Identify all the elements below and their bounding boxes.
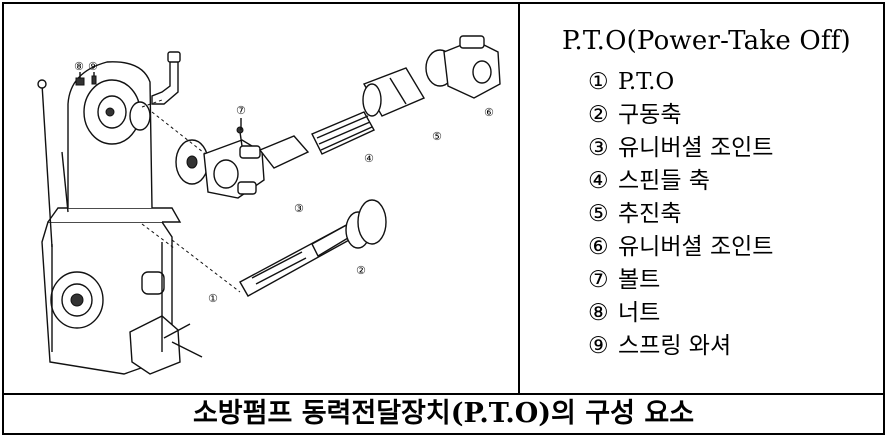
- drive-shaft-2: [239, 199, 387, 297]
- legend-item: ⑤ 추진축: [588, 198, 773, 231]
- legend-item: ⑨ 스프링 와셔: [588, 330, 773, 363]
- exploded-pto-diagram: ① ② ③ ④ ⑤ ⑥ ⑦ ⑧ ⑨: [12, 12, 512, 388]
- legend-number: ①: [588, 69, 609, 95]
- callout-3: ③: [294, 202, 304, 215]
- legend-number: ⑨: [588, 333, 609, 359]
- legend-label: P.T.O: [618, 69, 675, 95]
- legend-label: 스핀들 축: [618, 168, 710, 194]
- callout-2: ②: [356, 264, 366, 277]
- legend-item: ④ 스핀들 축: [588, 165, 773, 198]
- figure-frame: ① ② ③ ④ ⑤ ⑥ ⑦ ⑧ ⑨ P.T.O(Power-Take Off) …: [2, 2, 885, 435]
- column-divider: [518, 4, 520, 393]
- callout-7: ⑦: [236, 104, 246, 117]
- legend-item: ⑧ 너트: [588, 297, 773, 330]
- legend-label: 스프링 와셔: [618, 333, 732, 359]
- legend-number: ④: [588, 168, 609, 194]
- gearbox-housing: [41, 61, 209, 375]
- figure-caption: 소방펌프 동력전달장치(P.T.O)의 구성 요소: [192, 398, 695, 429]
- pto-illustration: ① ② ③ ④ ⑤ ⑥ ⑦ ⑧ ⑨: [37, 35, 501, 375]
- callout-labels: ① ② ③ ④ ⑤ ⑥ ⑦ ⑧ ⑨: [74, 60, 494, 305]
- legend-list: ① P.T.O ② 구동축 ③ 유니버셜 조인트 ④ 스핀들 축 ⑤ 추진축 ⑥ 유니버셜 …: [588, 66, 773, 363]
- legend-number: ⑧: [588, 300, 609, 326]
- callout-6: ⑥: [484, 106, 494, 119]
- legend-item: ③ 유니버셜 조인트: [588, 132, 773, 165]
- legend-label: 추진축: [618, 201, 682, 227]
- callout-9: ⑨: [88, 60, 98, 73]
- callout-8: ⑧: [74, 60, 84, 73]
- callout-1: ①: [208, 292, 218, 305]
- legend-number: ⑤: [588, 201, 609, 227]
- legend-number: ②: [588, 102, 609, 128]
- legend-number: ⑥: [588, 234, 609, 260]
- spindle-shaft-4: [311, 111, 375, 155]
- legend-number: ⑦: [588, 267, 609, 293]
- legend-label: 유니버셜 조인트: [618, 234, 774, 260]
- callout-4: ④: [364, 152, 374, 165]
- callout-5: ⑤: [432, 130, 442, 143]
- legend-label: 너트: [618, 300, 661, 326]
- propeller-shaft-5: [362, 67, 426, 117]
- legend-item: ① P.T.O: [588, 66, 773, 99]
- legend-label: 유니버셜 조인트: [618, 135, 774, 161]
- caption-divider: [4, 393, 883, 395]
- legend-item: ② 구동축: [588, 99, 773, 132]
- legend-label: 볼트: [618, 267, 661, 293]
- parts-legend: P.T.O(Power-Take Off) ① P.T.O ② 구동축 ③ 유니버셜 …: [524, 4, 884, 393]
- legend-number: ③: [588, 135, 609, 161]
- legend-item: ⑦ 볼트: [588, 264, 773, 297]
- universal-joint-3: [203, 126, 310, 199]
- legend-item: ⑥ 유니버셜 조인트: [588, 231, 773, 264]
- legend-label: 구동축: [618, 102, 682, 128]
- legend-title: P.T.O(Power-Take Off): [562, 26, 851, 56]
- universal-joint-6: [425, 35, 501, 99]
